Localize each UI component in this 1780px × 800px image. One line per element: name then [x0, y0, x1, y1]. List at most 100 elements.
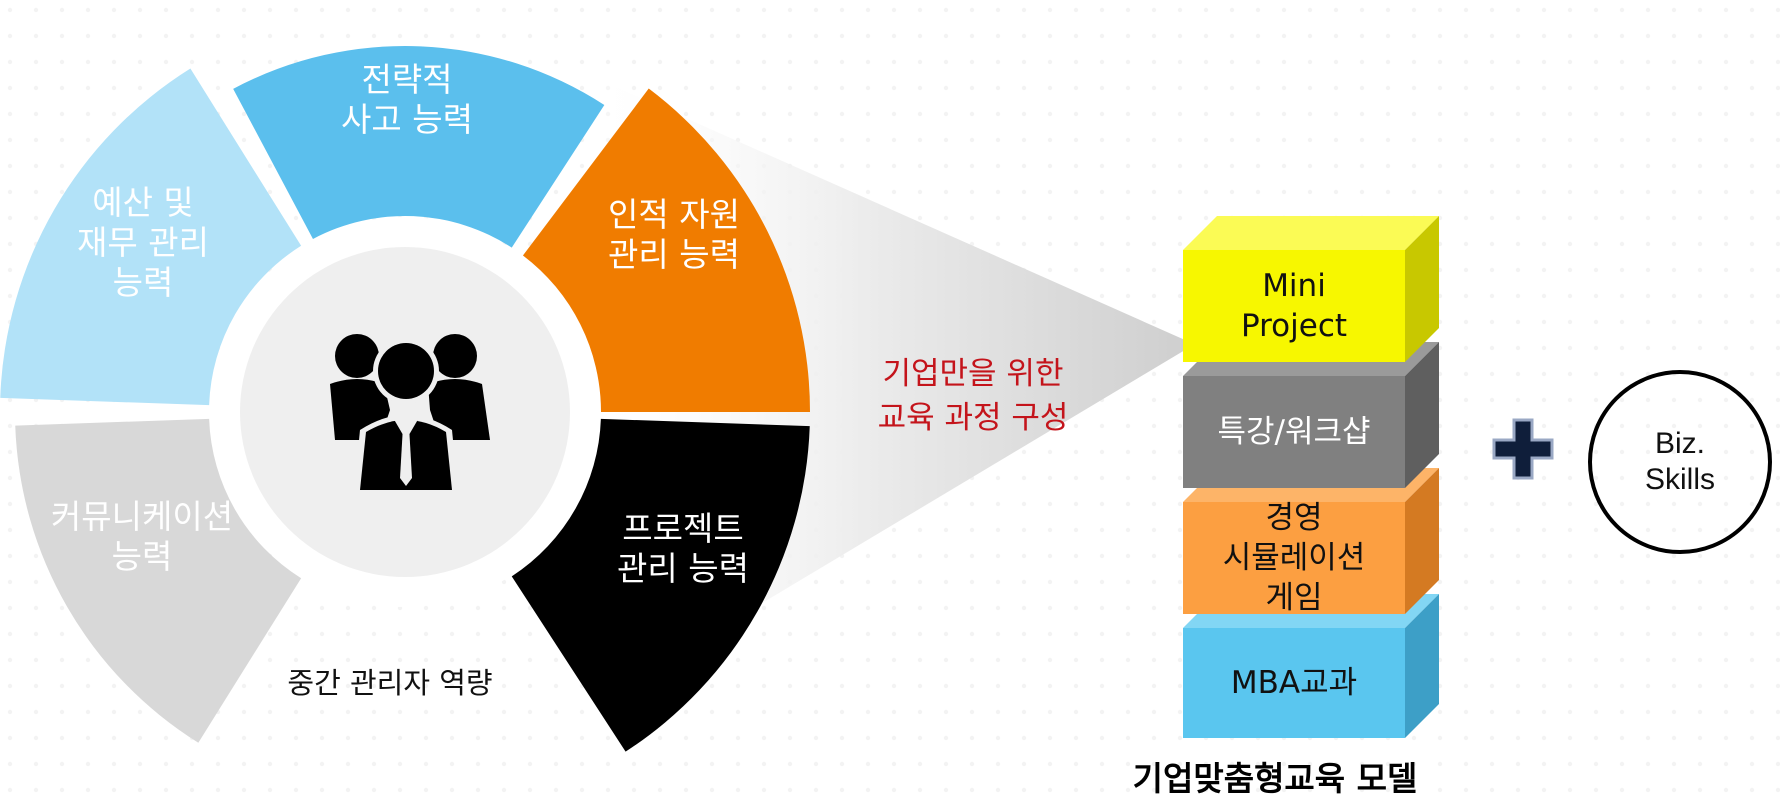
background-dot: [1749, 761, 1755, 767]
background-dot: [1489, 501, 1495, 507]
background-dot: [7, 449, 13, 455]
background-dot: [1099, 605, 1105, 611]
background-dot: [1047, 683, 1053, 689]
background-dot: [1021, 111, 1027, 117]
background-dot: [891, 761, 897, 767]
background-dot: [85, 7, 91, 13]
background-dot: [397, 657, 403, 663]
background-dot: [839, 761, 845, 767]
background-dot: [1619, 111, 1625, 117]
background-dot: [891, 7, 897, 13]
background-dot: [1671, 163, 1677, 169]
background-dot: [33, 111, 39, 117]
background-dot: [1203, 787, 1209, 793]
background-dot: [1515, 709, 1521, 715]
background-dot: [761, 657, 767, 663]
background-dot: [1203, 33, 1209, 39]
background-dot: [839, 605, 845, 611]
wheel-caption: 중간 관리자 역량: [287, 666, 493, 700]
background-dot: [917, 605, 923, 611]
background-dot: [969, 215, 975, 221]
background-dot: [137, 761, 143, 767]
background-dot: [319, 735, 325, 741]
background-dot: [1593, 7, 1599, 13]
background-dot: [293, 761, 299, 767]
background-dot: [1463, 735, 1469, 741]
background-dot: [1047, 85, 1053, 91]
background-dot: [1619, 163, 1625, 169]
background-dot: [1723, 735, 1729, 741]
background-dot: [839, 683, 845, 689]
background-dot: [1697, 709, 1703, 715]
background-dot: [1697, 735, 1703, 741]
background-dot: [1671, 189, 1677, 195]
wheel-segment-label: 인적 자원: [608, 195, 740, 234]
background-dot: [241, 59, 247, 65]
background-dot: [1775, 137, 1780, 143]
background-dot: [1775, 111, 1780, 117]
block-label-line: 시뮬레이션: [1222, 540, 1366, 576]
background-dot: [1229, 33, 1235, 39]
background-dot: [7, 137, 13, 143]
background-dot: [683, 33, 689, 39]
background-dot: [1489, 553, 1495, 559]
background-dot: [1515, 501, 1521, 507]
background-dot: [1021, 241, 1027, 247]
background-dot: [423, 709, 429, 715]
background-dot: [1073, 501, 1079, 507]
background-dot: [1645, 735, 1651, 741]
background-dot: [735, 761, 741, 767]
background-dot: [1281, 787, 1287, 793]
background-dot: [33, 215, 39, 221]
background-dot: [1567, 7, 1573, 13]
background-dot: [1021, 605, 1027, 611]
background-dot: [1021, 787, 1027, 793]
background-dot: [1541, 319, 1547, 325]
background-dot: [1021, 137, 1027, 143]
background-dot: [1359, 137, 1365, 143]
background-dot: [345, 735, 351, 741]
background-dot: [839, 657, 845, 663]
background-dot: [1567, 631, 1573, 637]
background-dot: [1203, 137, 1209, 143]
background-dot: [1775, 761, 1780, 767]
background-dot: [1437, 735, 1443, 741]
background-dot: [917, 735, 923, 741]
background-dot: [475, 657, 481, 663]
background-dot: [1749, 137, 1755, 143]
background-dot: [501, 761, 507, 767]
background-dot: [1203, 111, 1209, 117]
background-dot: [319, 683, 325, 689]
background-dot: [1645, 631, 1651, 637]
background-dot: [1359, 85, 1365, 91]
background-dot: [1541, 345, 1547, 351]
background-dot: [1177, 163, 1183, 169]
background-dot: [1515, 267, 1521, 273]
background-dot: [1021, 657, 1027, 663]
background-dot: [1125, 735, 1131, 741]
background-dot: [1489, 397, 1495, 403]
background-dot: [1515, 215, 1521, 221]
background-dot: [1541, 85, 1547, 91]
background-dot: [111, 683, 117, 689]
background-dot: [423, 605, 429, 611]
background-dot: [1203, 215, 1209, 221]
background-dot: [1099, 267, 1105, 273]
background-dot: [1125, 709, 1131, 715]
background-dot: [683, 709, 689, 715]
background-dot: [1541, 59, 1547, 65]
background-dot: [1489, 241, 1495, 247]
background-dot: [995, 111, 1001, 117]
background-dot: [1775, 319, 1780, 325]
background-dot: [137, 85, 143, 91]
background-dot: [1645, 345, 1651, 351]
background-dot: [7, 761, 13, 767]
background-dot: [1619, 33, 1625, 39]
background-dot: [1229, 137, 1235, 143]
background-dot: [1723, 761, 1729, 767]
background-dot: [1021, 449, 1027, 455]
background-dot: [917, 787, 923, 793]
background-dot: [1723, 215, 1729, 221]
background-dot: [1021, 735, 1027, 741]
